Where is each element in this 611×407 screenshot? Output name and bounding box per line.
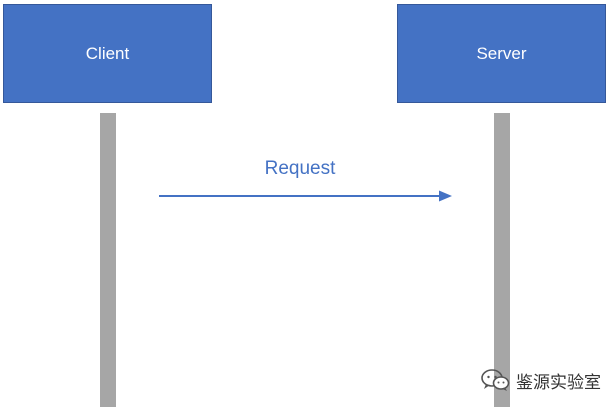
request-label: Request [264, 158, 336, 179]
watermark-text: 鉴源实验室 [516, 372, 601, 393]
client-box: Client [3, 4, 212, 103]
client-lifeline [100, 113, 116, 407]
request-arrow-head [439, 190, 452, 202]
client-label: Client [85, 43, 130, 63]
server-lifeline [494, 113, 510, 407]
wechat-icon [481, 369, 510, 391]
server-label: Server [476, 43, 527, 63]
watermark: 鉴源实验室 [480, 366, 608, 394]
server-box: Server [397, 4, 606, 103]
